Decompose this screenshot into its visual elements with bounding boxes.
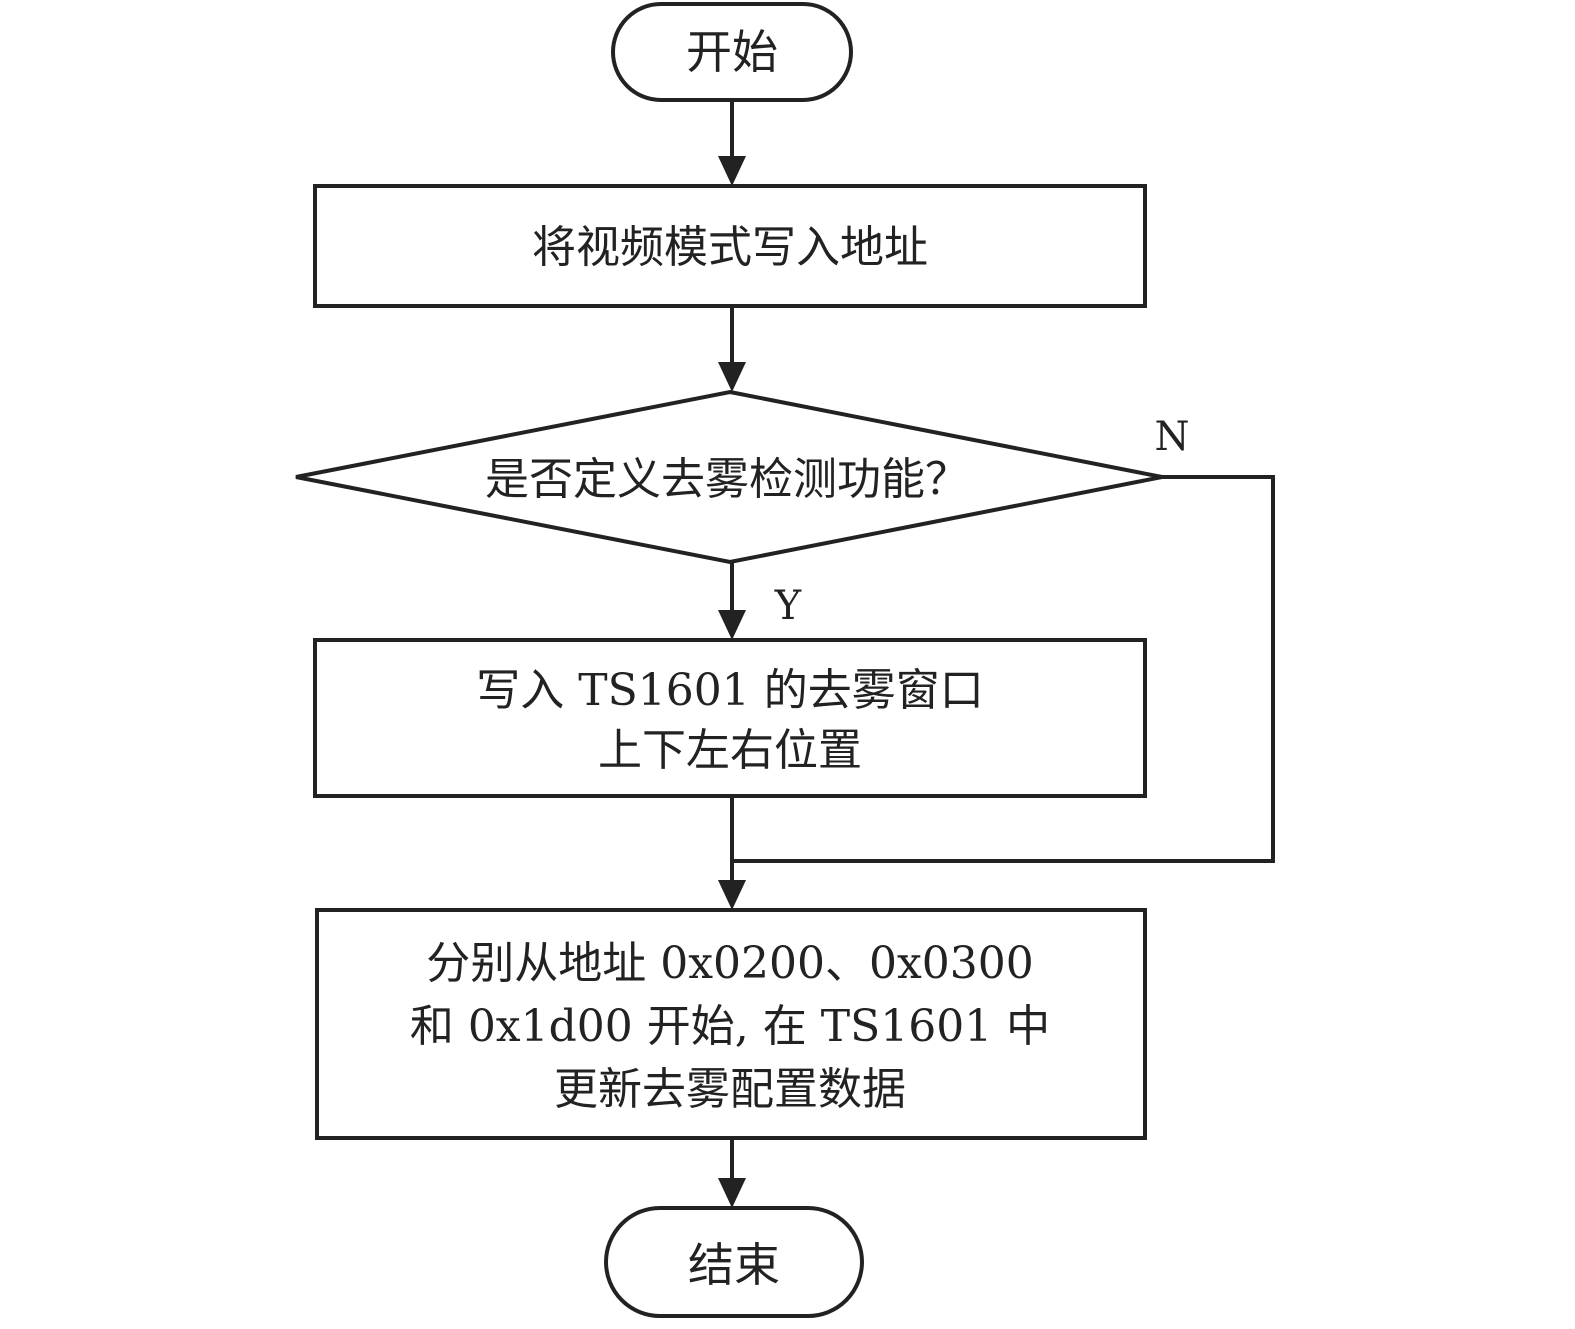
yes-branch-label: Y — [774, 583, 802, 629]
start-label: 开始 — [686, 25, 778, 79]
step1-process-box — [313, 184, 1147, 308]
arrowhead — [718, 610, 746, 640]
step3-node: 分别从地址 0x0200、0x0300 和 0x1d00 开始, 在 TS160… — [315, 908, 1147, 1140]
step3-label-line1: 分别从地址 0x0200、0x0300 — [426, 938, 1034, 989]
connector-step1-to-decision — [718, 306, 746, 392]
end-node: 结束 — [604, 1206, 864, 1318]
step2-node: 写入 TS1601 的去雾窗口 上下左右位置 — [313, 638, 1147, 798]
no-branch-connector — [732, 475, 1275, 863]
connector-decision-to-step2 — [718, 562, 746, 640]
end-terminal-shape — [604, 1206, 864, 1318]
no-branch-label: N — [1155, 414, 1190, 460]
step2-label-line1: 写入 TS1601 的去雾窗口 — [476, 665, 983, 716]
arrowhead — [718, 156, 746, 186]
arrowhead — [718, 362, 746, 392]
step1-label: 将视频模式写入地址 — [532, 222, 928, 273]
connector-start-to-step1 — [718, 100, 746, 186]
step3-label-line3: 更新去雾配置数据 — [554, 1064, 906, 1115]
step2-label-line2: 上下左右位置 — [598, 725, 862, 776]
arrowhead — [718, 1178, 746, 1208]
start-node: 开始 — [611, 2, 853, 102]
connector-step2-to-step3 — [718, 796, 746, 910]
arrowhead — [718, 880, 746, 910]
step3-label-line2: 和 0x1d00 开始, 在 TS1601 中 — [410, 1001, 1050, 1052]
step1-node: 将视频模式写入地址 — [313, 184, 1147, 308]
decision-node: 是否定义去雾检测功能？ — [295, 389, 1163, 565]
decision-label: 是否定义去雾检测功能？ — [485, 454, 969, 505]
connector-step3-to-end — [718, 1138, 746, 1208]
end-label: 结束 — [688, 1238, 780, 1292]
